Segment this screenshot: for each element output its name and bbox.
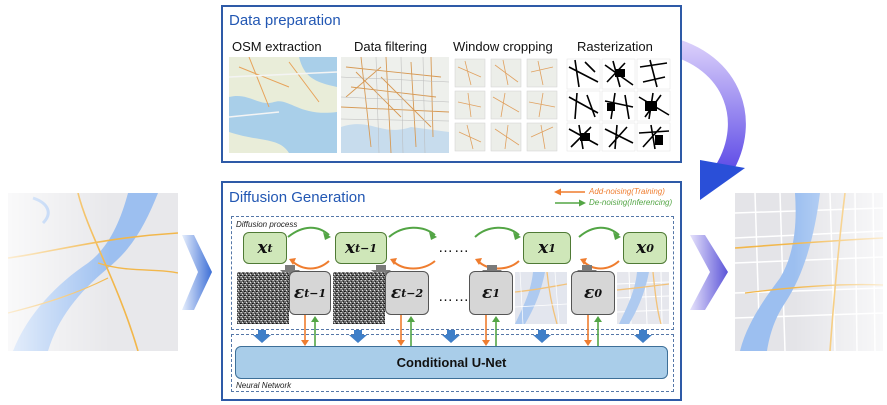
step-label-data-filtering: Data filtering (354, 39, 427, 54)
data-preparation-title: Data preparation (229, 12, 341, 29)
state-transition-arrows (287, 226, 621, 270)
curved-flow-arrow (662, 36, 746, 200)
add-noising-legend-label: Add-noising(Training) (589, 187, 665, 196)
diffusion-generation-panel: Diffusion Generation Add-noising(Trainin… (221, 181, 682, 401)
noise-ellipsis: …… (438, 288, 470, 305)
right-chevron-right (690, 235, 728, 310)
right-chevron-left (182, 235, 212, 310)
osm-extraction-image (229, 57, 337, 153)
step-label-rasterization: Rasterization (577, 39, 653, 54)
noise-image-1 (237, 272, 289, 324)
data-filtering-image (341, 57, 449, 153)
partial-map-image-1 (515, 272, 567, 324)
step-label-window-cropping: Window cropping (453, 39, 553, 54)
de-noising-legend-arrow (555, 199, 586, 207)
noise-image-2 (333, 272, 385, 324)
input-map-graphic (8, 193, 178, 351)
diffusion-process-label: Diffusion process (236, 220, 298, 229)
partial-map-image-0 (617, 272, 669, 324)
neural-network-label: Neural Network (236, 381, 292, 390)
unet-noise-arrows (301, 315, 602, 346)
input-map (8, 193, 178, 351)
data-preparation-panel: Data preparation OSM extraction Data fil… (221, 5, 682, 163)
state-ellipsis: …… (438, 239, 470, 256)
rasterization-image (565, 57, 673, 153)
de-noising-legend-label: De-noising(Inferencing) (589, 198, 673, 207)
window-cropping-image (453, 57, 561, 153)
output-map-graphic (735, 193, 883, 351)
add-noising-legend-arrow (554, 188, 585, 196)
conditional-unet-block: Conditional U-Net (235, 346, 668, 379)
diffusion-process-box (231, 216, 674, 330)
step-label-osm-extraction: OSM extraction (232, 39, 322, 54)
unet-input-arrows (253, 330, 652, 343)
output-map (735, 193, 883, 351)
diffusion-generation-title: Diffusion Generation (229, 189, 366, 206)
